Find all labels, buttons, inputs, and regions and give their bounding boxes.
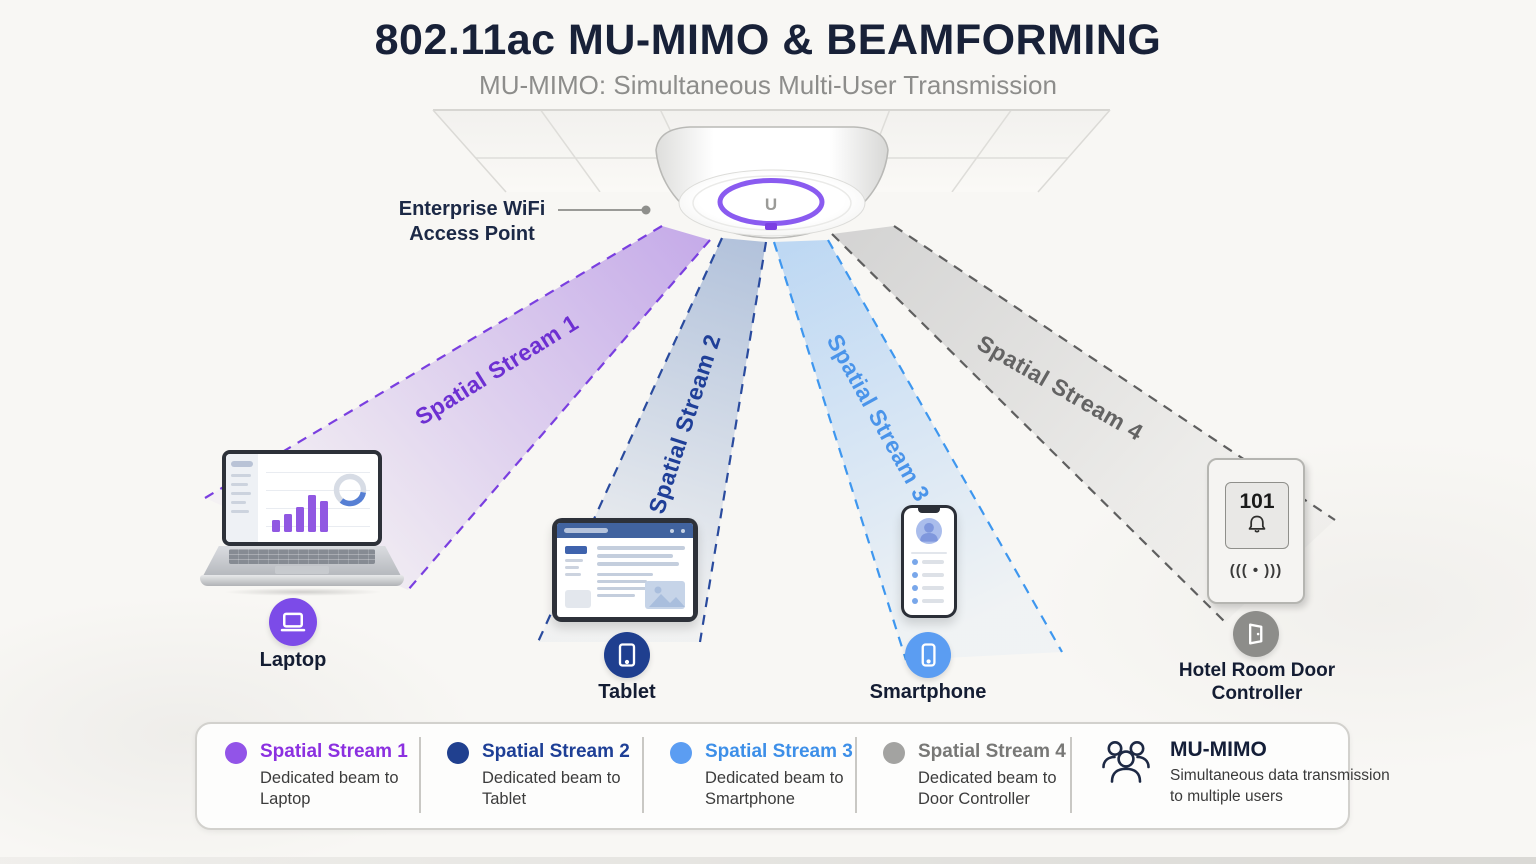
- smartphone-illustration: [901, 505, 957, 618]
- legend-description: Dedicated beam to Tablet: [482, 768, 621, 809]
- bell-icon: [1248, 515, 1266, 533]
- ceiling-left-edge: [432, 109, 507, 193]
- access-point: U: [655, 126, 889, 239]
- smartphone-label: Smartphone: [869, 681, 987, 703]
- door-controller-label: Hotel Room Door Controller: [1178, 660, 1336, 704]
- laptop-label: Laptop: [259, 649, 327, 671]
- laptop-shadow: [223, 588, 383, 596]
- laptop-screen-sidebar: [226, 454, 258, 542]
- donut-chart: [333, 473, 367, 507]
- mu-mimo-title: MU-MIMO: [1170, 738, 1267, 761]
- smartphone-notch: [918, 508, 940, 513]
- legend-title: Spatial Stream 4: [918, 741, 1066, 762]
- legend-title: Spatial Stream 1: [260, 741, 408, 762]
- ceiling-right-edge: [1037, 109, 1111, 193]
- smartphone-screen: [904, 508, 954, 615]
- mu-mimo-description: Simultaneous data transmission to multip…: [1170, 767, 1390, 805]
- tablet-image-placeholder: [645, 581, 685, 609]
- beam-3-right-edge: [827, 239, 1063, 653]
- legend-description: Dedicated beam to Smartphone: [705, 768, 844, 809]
- leader-line: [558, 205, 651, 215]
- laptop-screen: [226, 454, 378, 542]
- tablet-illustration: [552, 518, 698, 622]
- leader-dot: [641, 205, 651, 215]
- laptop-screen-bezel: [222, 450, 382, 546]
- legend-title: Spatial Stream 3: [705, 741, 853, 762]
- bar-chart: [272, 495, 328, 532]
- profile-avatar: [916, 518, 942, 544]
- stream-4-dot: [883, 742, 905, 764]
- legend-box: Spatial Stream 1 Dedicated beam to Lapto…: [195, 722, 1390, 830]
- access-point-led: [765, 223, 777, 230]
- beam-3-left-edge: [772, 241, 908, 661]
- tablet-screen: [557, 523, 693, 617]
- legend-item-mu-mimo: MU-MIMO Simultaneous data transmission t…: [1070, 724, 1394, 828]
- legend-item-stream-2: Spatial Stream 2 Dedicated beam to Table…: [419, 724, 642, 828]
- nfc-icon: ((( • ))): [1229, 562, 1283, 579]
- person-icon: [920, 522, 938, 542]
- legend-title: Spatial Stream 2: [482, 741, 630, 762]
- access-point-logo: U: [765, 195, 777, 214]
- laptop-icon: [280, 612, 306, 632]
- tablet-browser-bar: [557, 523, 693, 538]
- stream-2-dot: [447, 742, 469, 764]
- laptop-badge: [269, 598, 317, 646]
- laptop-screen-dashboard: [258, 454, 378, 542]
- door-controller-illustration: 101 ((( • ))): [1207, 458, 1305, 604]
- legend-description: Dedicated beam to Door Controller: [918, 768, 1057, 809]
- beam-2-right-edge: [698, 241, 768, 643]
- door-display: 101: [1225, 482, 1289, 549]
- bottom-edge-shade: [0, 857, 1536, 864]
- laptop-keyboard: [229, 549, 375, 564]
- page-title: 802.11ac MU-MIMO & BEAMFORMING: [374, 16, 1162, 64]
- beam-stream-3: [772, 239, 1063, 661]
- beam-1-right-edge: [407, 239, 711, 591]
- tablet-icon: [618, 643, 636, 667]
- door-icon: [1249, 623, 1263, 645]
- laptop-illustration: [200, 450, 404, 600]
- tablet-label: Tablet: [598, 681, 656, 703]
- people-icon: [1102, 741, 1150, 783]
- stream-3-dot: [670, 742, 692, 764]
- tablet-badge: [604, 632, 650, 678]
- door-badge: [1233, 611, 1279, 657]
- laptop-touchpad: [275, 566, 329, 574]
- legend-item-stream-4: Spatial Stream 4 Dedicated beam to Door …: [855, 724, 1070, 828]
- legend-item-stream-1: Spatial Stream 1 Dedicated beam to Lapto…: [197, 724, 419, 828]
- access-point-label: Enterprise WiFi Access Point: [398, 198, 546, 245]
- laptop-keyboard-deck: [203, 546, 401, 576]
- access-point-face: [678, 169, 866, 237]
- beam-4-left-edge: [831, 233, 1226, 623]
- legend-description: Dedicated beam to Laptop: [260, 768, 399, 809]
- room-number: 101: [1239, 490, 1275, 513]
- smartphone-icon: [921, 643, 936, 667]
- stream-1-dot: [225, 742, 247, 764]
- legend-item-stream-3: Spatial Stream 3 Dedicated beam to Smart…: [642, 724, 855, 828]
- image-icon: [649, 586, 685, 607]
- page-subtitle: MU-MIMO: Simultaneous Multi-User Transmi…: [479, 70, 1057, 100]
- laptop-base: [200, 575, 404, 586]
- smartphone-badge: [905, 632, 951, 678]
